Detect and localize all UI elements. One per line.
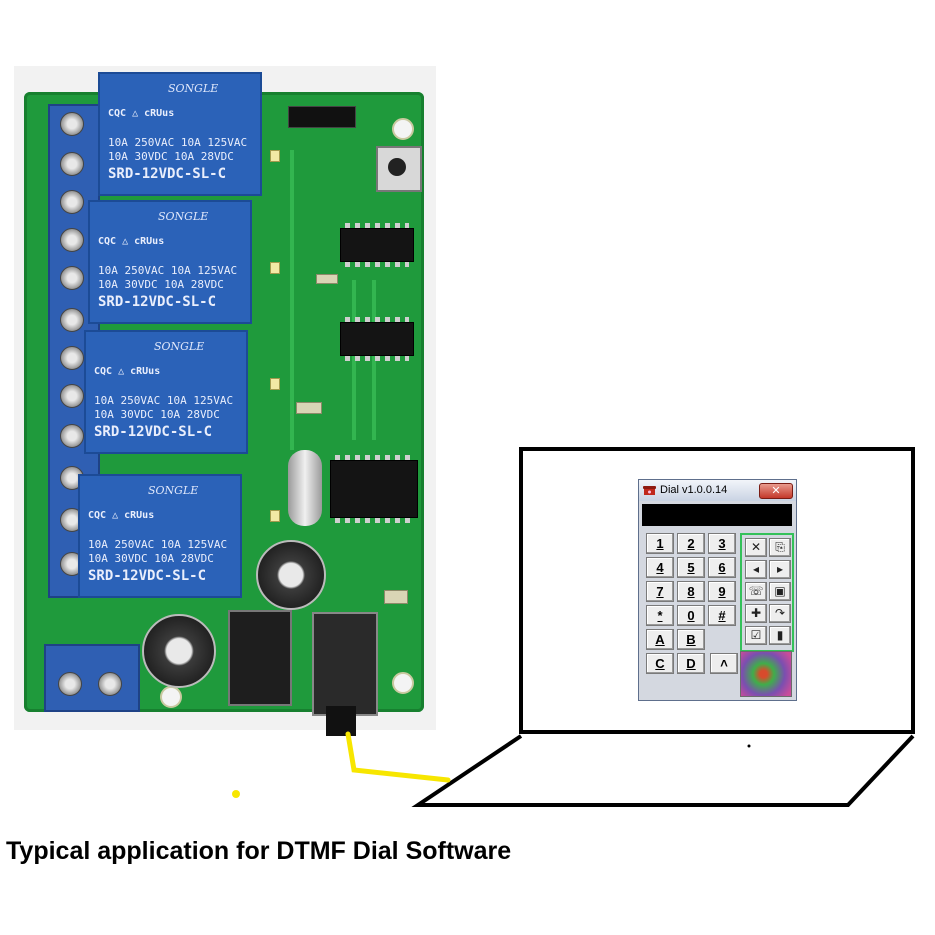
next-icon: ▸: [776, 562, 784, 576]
screw: [60, 266, 84, 290]
led: [270, 150, 280, 162]
key-3[interactable]: 3: [708, 533, 736, 554]
mounting-hole: [392, 672, 414, 694]
phone-icon: ☏: [748, 584, 764, 598]
ic-chip: [330, 455, 418, 523]
screw: [60, 424, 84, 448]
key-hash[interactable]: #: [708, 605, 736, 626]
paste-button[interactable]: ⎘: [769, 538, 791, 557]
screw: [60, 152, 84, 176]
camera-icon: ▣: [774, 584, 786, 598]
laptop-base: [411, 734, 915, 807]
push-button-cap: [388, 158, 406, 176]
app-logo-image: [740, 651, 792, 697]
screw: [60, 308, 84, 332]
key-star[interactable]: *: [646, 605, 674, 626]
redo-button[interactable]: ↷: [769, 604, 791, 623]
cable-dot: [232, 790, 240, 798]
trace: [290, 150, 294, 450]
key-a[interactable]: A: [646, 629, 674, 650]
relay-2: SONGLE CQC △ cRUus 10A 250VAC 10A 125VAC…: [88, 200, 252, 324]
phone-button[interactable]: ☏: [745, 582, 767, 601]
key-2[interactable]: 2: [677, 533, 705, 554]
smd-part: [384, 590, 408, 604]
close-button[interactable]: ✕: [759, 483, 793, 499]
add-icon: ✚: [750, 606, 762, 620]
screw: [60, 228, 84, 252]
telephone-icon: [643, 486, 656, 495]
relay-4: SONGLE CQC △ cRUus 10A 250VAC 10A 125VAC…: [78, 474, 242, 598]
ic-chip: [340, 317, 414, 361]
battery-icon: ▮: [776, 628, 784, 642]
key-5[interactable]: 5: [677, 557, 705, 578]
window-title: Dial v1.0.0.14: [660, 484, 728, 496]
check-button[interactable]: ☑: [745, 626, 767, 645]
key-8[interactable]: 8: [677, 581, 705, 602]
audio-cable-plug: [326, 706, 356, 736]
key-9[interactable]: 9: [708, 581, 736, 602]
crystal: [288, 450, 322, 526]
battery-button[interactable]: ▮: [769, 626, 791, 645]
camera-button[interactable]: ▣: [769, 582, 791, 601]
pin-header: [288, 106, 356, 128]
capacitor: [256, 540, 326, 610]
capacitor: [142, 614, 216, 688]
prev-button[interactable]: ◂: [745, 560, 767, 579]
key-c[interactable]: C: [646, 653, 674, 674]
next-button[interactable]: ▸: [769, 560, 791, 579]
regulator: [228, 610, 292, 706]
clear-icon: ✕: [750, 540, 762, 554]
mounting-hole: [392, 118, 414, 140]
led: [270, 378, 280, 390]
push-button: [376, 146, 422, 192]
scroll-up-button[interactable]: ˄: [710, 653, 738, 674]
key-4[interactable]: 4: [646, 557, 674, 578]
caption: Typical application for DTMF Dial Softwa…: [6, 837, 512, 865]
check-icon: ☑: [750, 628, 762, 642]
laptop-dot: [747, 744, 751, 748]
screw: [60, 190, 84, 214]
key-0[interactable]: 0: [677, 605, 705, 626]
redo-icon: ↷: [774, 606, 786, 620]
screw: [60, 112, 84, 136]
screw: [58, 672, 82, 696]
key-1[interactable]: 1: [646, 533, 674, 554]
relay-3: SONGLE CQC △ cRUus 10A 250VAC 10A 125VAC…: [84, 330, 248, 454]
key-b[interactable]: B: [677, 629, 705, 650]
screw: [98, 672, 122, 696]
audio-cable: [345, 731, 451, 783]
led: [270, 262, 280, 274]
led: [270, 510, 280, 522]
add-button[interactable]: ✚: [745, 604, 767, 623]
screw: [60, 346, 84, 370]
number-display: [642, 504, 792, 526]
smd-part: [296, 402, 322, 414]
ic-chip: [340, 223, 414, 267]
title-bar[interactable]: Dial v1.0.0.14 ✕: [639, 480, 796, 501]
screw: [60, 384, 84, 408]
clear-button[interactable]: ✕: [745, 538, 767, 557]
key-6[interactable]: 6: [708, 557, 736, 578]
prev-icon: ◂: [752, 562, 760, 576]
paste-icon: ⎘: [775, 540, 785, 554]
tool-panel: ✕ ⎘ ◂ ▸ ☏ ▣ ✚ ↷ ☑ ▮: [740, 533, 794, 652]
key-d[interactable]: D: [677, 653, 705, 674]
audio-jack: [312, 612, 378, 716]
smd-part: [316, 274, 338, 284]
key-7[interactable]: 7: [646, 581, 674, 602]
laptop-screen: [519, 447, 915, 734]
relay-1: SONGLE CQC △ cRUus 10A 250VAC 10A 125VAC…: [98, 72, 262, 196]
